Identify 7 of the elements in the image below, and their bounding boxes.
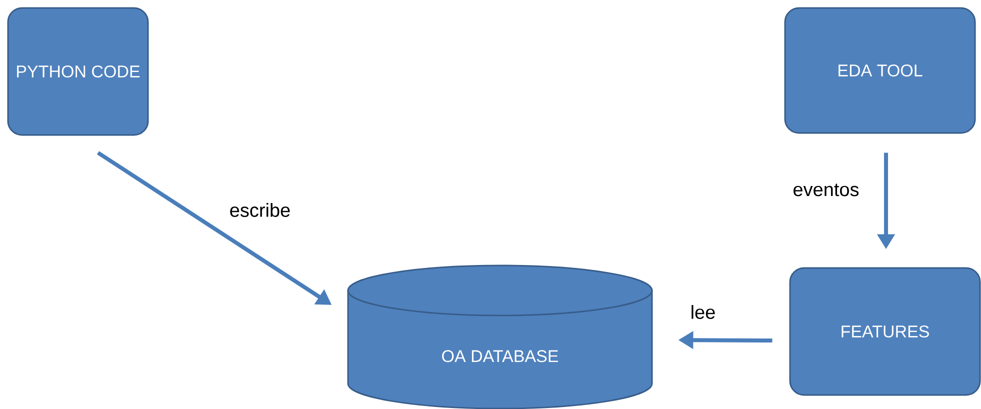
database-cylinder: OA DATABASE [347,264,653,409]
edge-label: lee [688,303,718,321]
edge-label: eventos [790,182,862,198]
edge-label: escribe [227,201,293,219]
process-box: PYTHON CODE [7,7,149,136]
process-box: FEATURES [789,267,981,396]
process-box: EDA TOOL [784,7,976,134]
